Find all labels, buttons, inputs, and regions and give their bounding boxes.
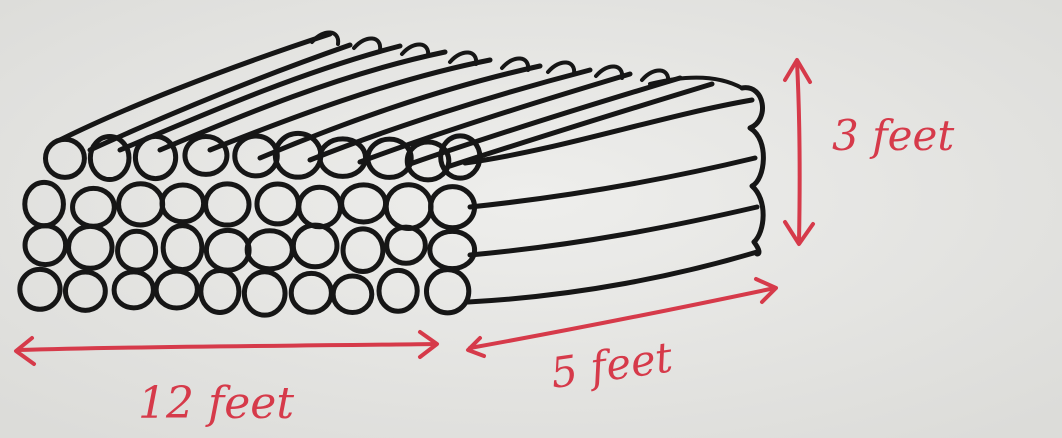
log-end-circle [290, 222, 340, 270]
dimension-annotations: 12 feet 5 feet 3 feet [14, 58, 954, 429]
log-end-circle [365, 136, 414, 180]
height-arrow-top [783, 58, 812, 84]
length-label: 12 feet [138, 378, 294, 429]
log-end-circle [340, 226, 386, 275]
top-log-cap [310, 30, 341, 46]
side-log-line-1 [462, 97, 755, 166]
log-end-circle [438, 133, 483, 181]
width-dimension-line [468, 286, 777, 350]
side-right-end-edge [739, 85, 766, 257]
length-dimension-line [16, 342, 437, 352]
log-end-circle [376, 267, 420, 314]
top-log-cap [594, 64, 625, 80]
height-arrow-bottom [783, 220, 815, 246]
width-arrow-left [466, 336, 486, 358]
top-log-cap [400, 42, 431, 58]
side-log-line-3 [467, 204, 760, 258]
height-dimension-line [795, 60, 802, 244]
log-pile-front-face [17, 130, 483, 318]
log-end-circle [111, 269, 156, 311]
top-log-cap [448, 50, 479, 66]
top-log-line [357, 71, 633, 165]
log-end-circle [42, 136, 87, 180]
log-end-circle [330, 273, 375, 316]
top-log-cap [352, 36, 383, 52]
log-end-circle [384, 224, 428, 266]
log-end-circle [62, 269, 108, 313]
log-end-circle [153, 268, 200, 311]
top-log-line [57, 31, 333, 143]
top-log-line [207, 57, 493, 153]
log-end-circle [132, 133, 179, 182]
side-log-line-2 [467, 155, 758, 210]
side-log-line-4 [465, 249, 760, 305]
width-arrow-right [754, 277, 778, 304]
log-end-circle [66, 223, 115, 271]
log-end-circle [182, 134, 230, 177]
top-log-cap [500, 56, 531, 72]
log-end-circle [17, 266, 63, 312]
length-arrow-right [418, 330, 439, 359]
log-end-circle [198, 267, 242, 316]
log-end-circle [203, 181, 252, 228]
length-arrow-left [14, 336, 36, 366]
log-end-circle [428, 184, 478, 231]
log-end-circle [404, 139, 452, 183]
top-log-cap [546, 60, 577, 76]
log-end-circle [241, 269, 288, 318]
height-label: 3 feet [832, 111, 954, 160]
log-end-circle [423, 267, 472, 316]
log-pile-side [462, 75, 766, 305]
side-top-end-curve [648, 75, 744, 90]
log-end-circle [22, 223, 69, 268]
top-log-line [257, 63, 543, 161]
log-end-circle [87, 134, 132, 183]
top-log-line [307, 67, 593, 163]
top-log-line [157, 49, 448, 153]
